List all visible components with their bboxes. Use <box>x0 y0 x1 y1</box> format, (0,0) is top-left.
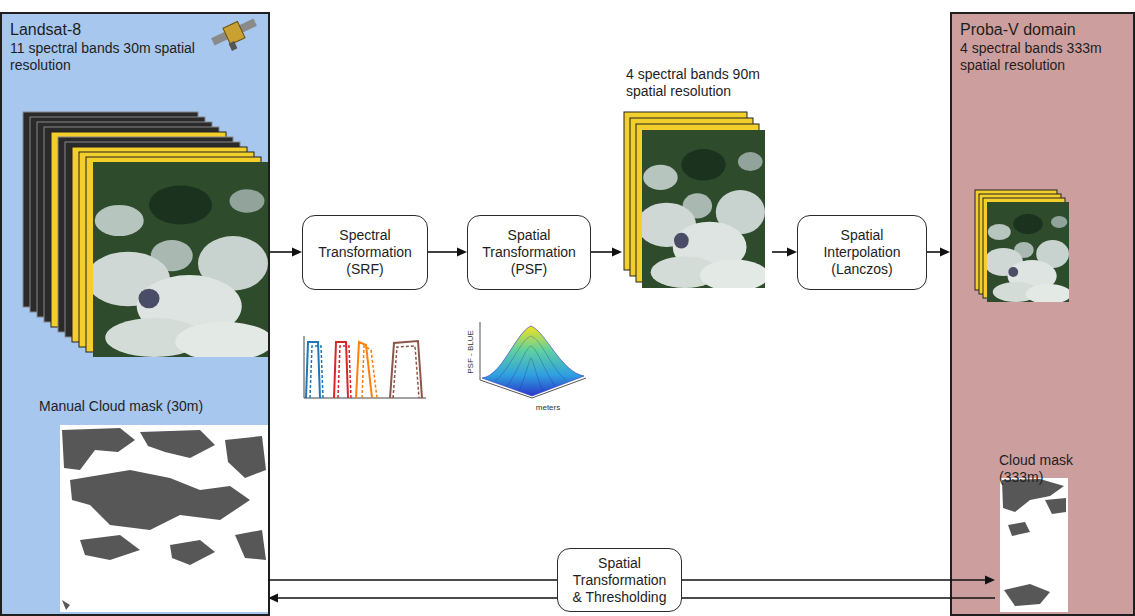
flow-arrow <box>927 248 950 257</box>
node-label: Spectral Transformation (SRF) <box>313 227 417 278</box>
node-label: Manual Cloud mask (30m) <box>39 398 264 415</box>
arrow-head <box>292 248 302 257</box>
node-label: Spatial Transformation (PSF) <box>478 227 580 278</box>
intermediate-band-stack <box>624 112 769 291</box>
connector-line <box>682 597 995 599</box>
node-label: 4 spectral bands 90m spatial resolution <box>626 66 768 100</box>
axis-title: PSF - BLUE <box>466 330 476 374</box>
flow-arrow <box>682 598 995 599</box>
node-label: Spatial Interpolation (Lanczos) <box>808 227 916 278</box>
arrow-head <box>457 248 467 257</box>
flow-arrow <box>682 576 995 585</box>
flow-arrow <box>428 248 467 257</box>
arrow-head <box>940 248 950 257</box>
panel-title: Landsat-8 <box>10 20 260 40</box>
satellite-icon <box>211 19 257 51</box>
landsat-band-stack <box>23 112 273 361</box>
flow-arrow <box>268 580 557 581</box>
connector-line <box>270 251 294 253</box>
arrow-head <box>985 576 995 585</box>
connector-line <box>591 251 614 253</box>
process-box: Spatial Interpolation (Lanczos) <box>797 215 927 290</box>
connector-line <box>268 579 557 581</box>
arrow-head <box>268 594 278 603</box>
node-label: Spatial Transformation & Thresholding <box>568 555 671 606</box>
process-box: Spatial Transformation (PSF) <box>467 215 591 290</box>
cloud-mask-image <box>1000 478 1068 612</box>
panel-title: Proba-V domain <box>960 20 1125 40</box>
psf-plot <box>480 322 586 398</box>
connector-line <box>927 251 942 253</box>
flow-arrow <box>772 248 797 257</box>
connector-line <box>428 251 459 253</box>
panel-subtitle: 11 spectral bands 30m spatial resolution <box>10 40 195 74</box>
process-box: Spatial Transformation & Thresholding <box>557 548 682 612</box>
flow-arrow <box>268 594 557 603</box>
connector-line <box>682 579 987 581</box>
axis-label: meters <box>536 403 560 413</box>
process-box: Spectral Transformation (SRF) <box>302 215 428 290</box>
arrow-head <box>787 248 797 257</box>
cloud-mask-image <box>60 425 268 612</box>
connector-line <box>772 251 789 253</box>
connector-line <box>276 597 557 599</box>
panel-subtitle: 4 spectral bands 333m spatial resolution <box>960 40 1125 74</box>
srf-plot <box>302 334 428 402</box>
arrow-head <box>612 248 622 257</box>
node-label: Cloud mask (333m) <box>999 452 1106 486</box>
flow-arrow <box>591 248 622 257</box>
probav-band-stack <box>975 190 1071 304</box>
flow-arrow <box>270 248 302 257</box>
